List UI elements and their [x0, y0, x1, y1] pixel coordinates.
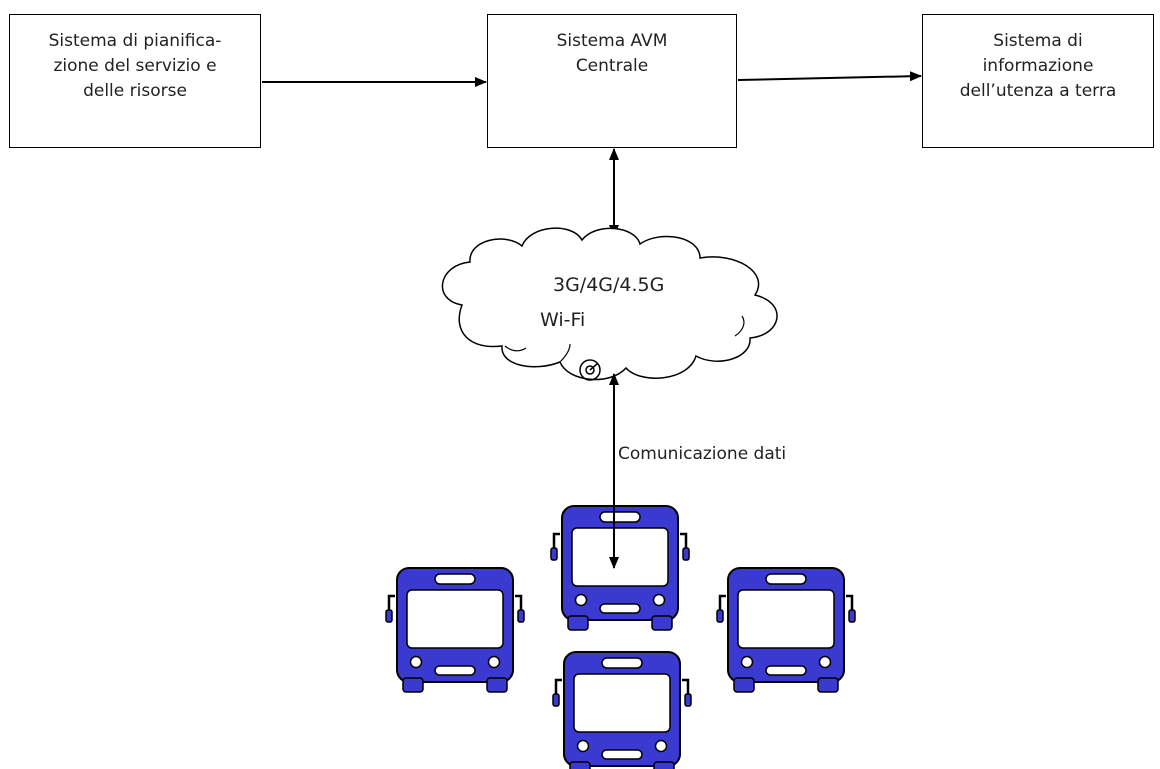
- info-label-line: Sistema di: [993, 31, 1083, 51]
- data-communication-label: Comunicazione dati: [618, 444, 787, 464]
- network-cloud-shape: [441, 227, 778, 381]
- avm-central-box: Sistema AVM Centrale: [487, 14, 737, 148]
- bus-icon: [384, 566, 526, 694]
- avm-central-label: Sistema AVM Centrale: [488, 29, 736, 79]
- info-label-line: informazione: [982, 56, 1094, 76]
- user-information-box: Sistema di informazione dell’utenza a te…: [922, 14, 1154, 148]
- bus-icon: [715, 566, 857, 694]
- planning-system-label: Sistema di pianifica- zione del servizio…: [10, 29, 260, 104]
- arrow-avm-to-info: [737, 71, 922, 82]
- planning-system-box: Sistema di pianifica- zione del servizio…: [9, 14, 261, 148]
- user-information-label: Sistema di informazione dell’utenza a te…: [923, 29, 1153, 104]
- info-label-line: dell’utenza a terra: [959, 81, 1117, 101]
- avm-label-line: Centrale: [575, 56, 649, 76]
- antenna-icon: [579, 359, 601, 381]
- planning-label-line: zione del servizio e: [53, 56, 217, 76]
- planning-label-line: delle risorse: [83, 81, 187, 101]
- bus-icon: [549, 504, 691, 632]
- cloud-label-networks: 3G/4G/4.5G: [553, 274, 665, 296]
- planning-label-line: Sistema di pianifica-: [48, 31, 222, 51]
- cloud-label-wifi: Wi-Fi: [540, 309, 586, 331]
- bus-icon: [551, 650, 693, 769]
- avm-label-line: Sistema AVM: [556, 31, 668, 51]
